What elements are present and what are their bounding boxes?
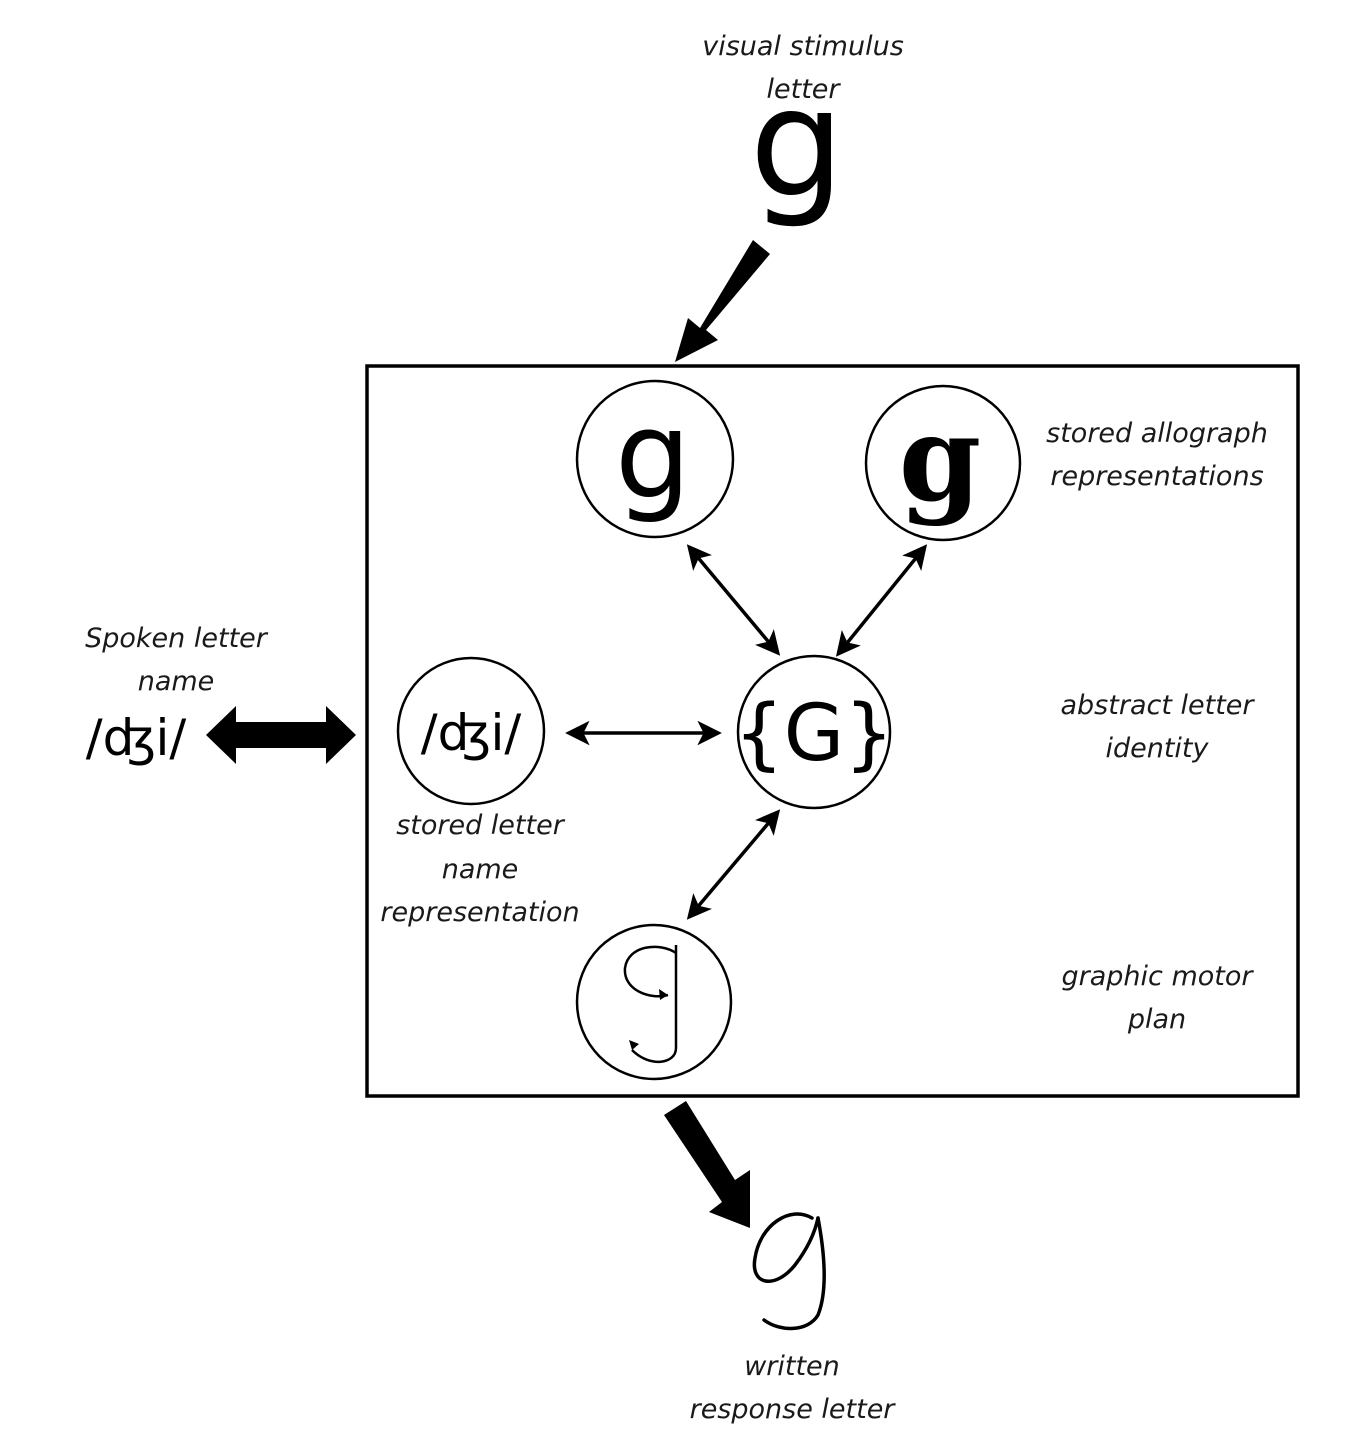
- allograph-single-to-identity-arrow: [686, 544, 781, 656]
- allograph-single-story-node: [575, 379, 735, 539]
- visual-stimulus-label-line2: letter: [767, 74, 842, 105]
- letter-name-label-line1: stored letter: [396, 810, 566, 841]
- allograph-double-story-node: [864, 384, 1022, 542]
- visual-stimulus-label-line1: visual stimulus: [702, 31, 904, 62]
- allograph-double-to-identity-arrow: [835, 544, 928, 657]
- letter-system-box: [365, 364, 1300, 1098]
- written-response-glyph: [752, 1212, 826, 1331]
- motor-label-line1: graphic motor: [1062, 961, 1255, 992]
- letter-name-glyph: /ʤi/: [421, 704, 522, 762]
- allograph-label-line2: representations: [1050, 461, 1263, 492]
- allograph-double-story-glyph: g: [899, 389, 982, 528]
- spoken-name-two-way-arrow: [206, 706, 356, 764]
- spoken-name-label-line2: name: [138, 666, 215, 697]
- abstract-label-line2: identity: [1105, 733, 1209, 764]
- abstract-identity-node: [736, 654, 892, 810]
- allograph-label-line1: stored allograph: [1046, 418, 1268, 449]
- visual-stimulus-glyph: g: [749, 57, 844, 231]
- written-output-arrow: [664, 1101, 750, 1228]
- spoken-name-label-line1: Spoken letter: [85, 623, 269, 654]
- written-response-label-line1: written: [744, 1351, 840, 1382]
- abstract-identity-glyph: {G}: [734, 689, 894, 779]
- stimulus-input-arrow: [675, 240, 770, 362]
- written-response-label-line2: response letter: [690, 1394, 897, 1425]
- identity-to-motor-plan-arrow: [686, 809, 781, 920]
- letter-name-label-line2: name: [442, 854, 519, 885]
- letter-name-label-line3: representation: [380, 897, 579, 928]
- spoken-name-glyph: /ʤi/: [86, 709, 187, 767]
- letter-name-node: [396, 656, 546, 806]
- motor-plan-glyph: [623, 945, 678, 1064]
- motor-plan-node: [575, 923, 733, 1081]
- allograph-single-story-glyph: g: [615, 387, 691, 526]
- abstract-label-line1: abstract letter: [1061, 690, 1256, 721]
- motor-label-line2: plan: [1127, 1004, 1186, 1035]
